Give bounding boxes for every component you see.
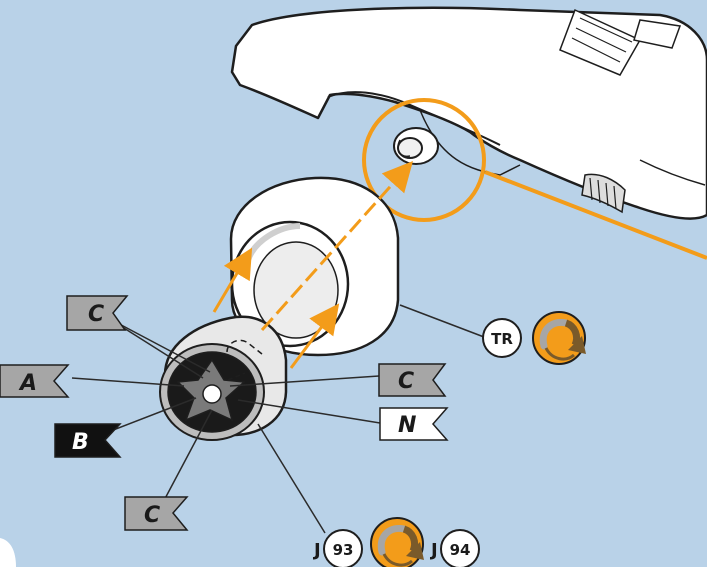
num-94-label: 94 (450, 541, 471, 559)
callout-a-label: A (18, 371, 37, 396)
tr-label: TR (491, 330, 513, 348)
rotate-icon (533, 312, 586, 364)
callout-c-top-label: C (88, 302, 104, 327)
axle (394, 128, 438, 164)
rotate-icon (371, 518, 424, 567)
j-left-label: J (312, 540, 321, 561)
num-93-label: 93 (333, 541, 354, 559)
callout-n-label: N (398, 413, 416, 438)
j-right-label: J (429, 540, 438, 561)
callout-b-label: B (72, 430, 89, 455)
callout-c-right-label: C (398, 369, 414, 394)
tr-reference: TR (483, 319, 521, 357)
callout-c-bottom-label: C (144, 503, 160, 528)
